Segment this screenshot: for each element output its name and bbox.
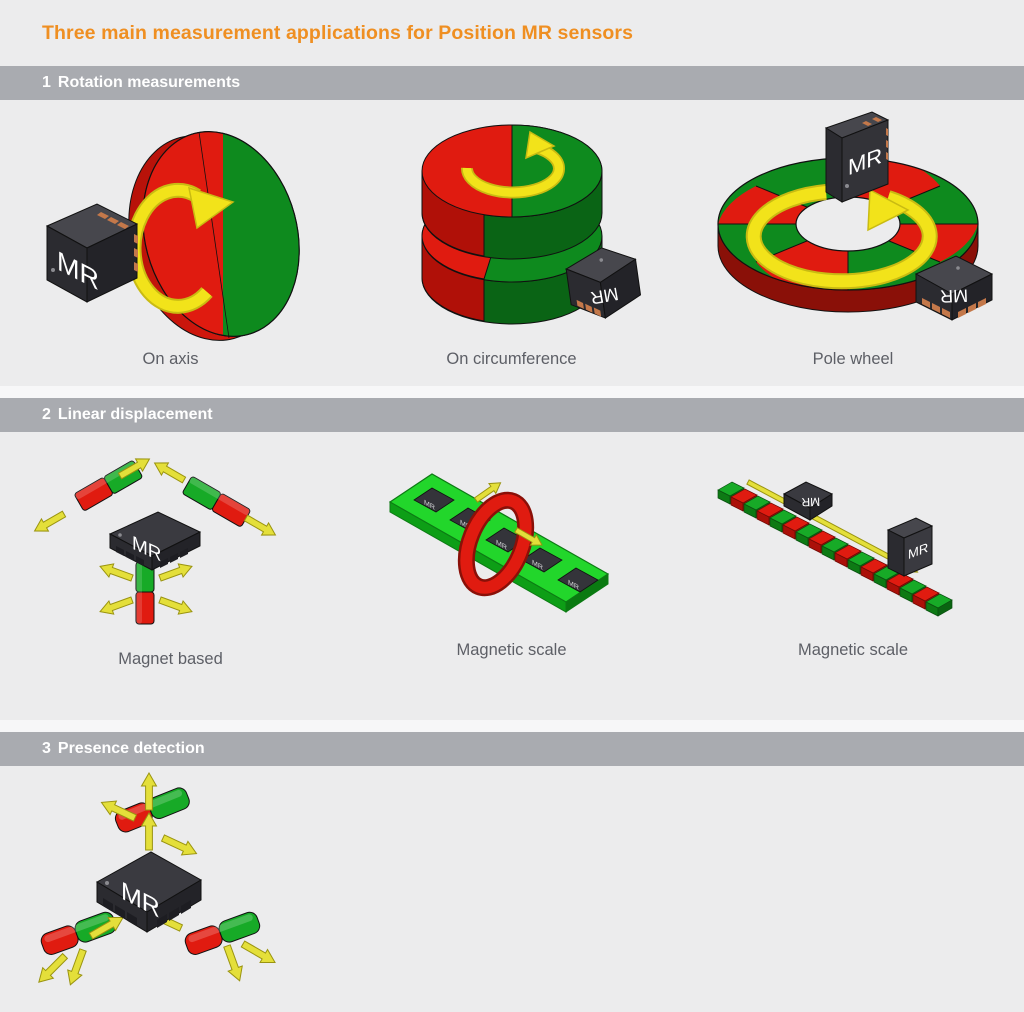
figure-cell-magnet-based: MR Magnet based <box>0 452 341 669</box>
caption-on-circumference: On circumference <box>446 350 577 368</box>
section-number-2: 2 <box>42 406 51 423</box>
figure-cell-on-circumference: MR On circumference <box>341 106 682 369</box>
section-label-3: Presence detection <box>57 740 205 757</box>
figure-cell-pole-wheel: MR <box>682 106 1024 369</box>
figure-cell-presence-detection: MR <box>0 772 341 988</box>
section-body-3: MR <box>0 766 1024 1012</box>
mr-sensor-chip-2: MR <box>886 517 934 577</box>
figure-cell-magnetic-scale-pcb: MR MR MR MR <box>341 454 682 669</box>
chip-label: MR <box>532 558 543 573</box>
mr-sensor-chip-flat: MR <box>914 255 994 321</box>
section-header-2: 2 Linear displacement <box>0 398 1024 432</box>
pcb-chip-list: MR MR MR MR <box>412 487 599 593</box>
chip-label: MR <box>588 284 619 309</box>
pole-strip <box>717 481 953 617</box>
rotation-arrow-icon <box>460 130 565 199</box>
caption-magnetic-scale-strip: Magnetic scale <box>797 641 909 659</box>
chip-label: MR <box>460 518 471 533</box>
bar-magnet-right <box>182 476 250 527</box>
section-label-1: Rotation measurements <box>57 74 241 91</box>
section-divider-1 <box>0 386 1024 398</box>
mr-sensor-chip: MR <box>95 851 202 933</box>
page-title: Three main measurement applications for … <box>42 21 634 44</box>
rotation-arrow-icon <box>745 184 938 290</box>
figure-cell-magnetic-scale-strip: MR MR Magnetic scale <box>682 454 1024 669</box>
ring-magnet <box>457 491 534 597</box>
chip-label: MR <box>940 285 969 306</box>
section-body-2: MR Magnet based <box>0 432 1024 720</box>
figure-on-circumference: MR <box>362 106 662 346</box>
chip-label: MR <box>424 498 435 513</box>
mr-sensor-chip-upright: MR <box>824 111 890 203</box>
chip-label: MR <box>568 578 579 593</box>
chip-label: MR <box>496 538 507 553</box>
caption-on-axis: On axis <box>142 350 199 368</box>
caption-magnetic-scale-pcb: Magnetic scale <box>456 641 567 659</box>
figure-cell-empty-1 <box>341 788 682 988</box>
chip-label: MR <box>801 495 820 510</box>
section-body-1: MR On axis <box>0 100 1024 386</box>
figure-cell-empty-2 <box>682 788 1024 988</box>
bar-magnet-bottom <box>135 561 154 625</box>
figure-magnetic-scale-pcb: MR MR MR MR <box>372 454 652 629</box>
figure-magnetic-scale-strip: MR MR <box>708 454 998 629</box>
mr-sensor-chip: MR <box>564 247 641 319</box>
mr-sensor-chip: MR <box>108 511 201 571</box>
mr-sensor-chip-1: MR <box>782 481 834 521</box>
section-header-3: 3 Presence detection <box>0 732 1024 766</box>
direction-arrows <box>473 482 543 546</box>
caption-pole-wheel: Pole wheel <box>812 350 894 368</box>
field-arrows-top <box>97 772 200 861</box>
section-header-1: 1 Rotation measurements <box>0 66 1024 100</box>
figure-presence-detection: MR <box>31 772 311 988</box>
section-number-1: 1 <box>42 74 51 91</box>
caption-magnet-based: Magnet based <box>118 650 223 668</box>
bar-magnet-bottom-right <box>184 911 260 955</box>
section-label-2: Linear displacement <box>57 406 213 423</box>
page-title-bar: Three main measurement applications for … <box>0 0 1024 66</box>
mr-sensor-chip: MR <box>45 203 138 303</box>
section-number-3: 3 <box>42 740 51 757</box>
figure-pole-wheel: MR <box>698 106 1008 346</box>
section-divider-2 <box>0 720 1024 732</box>
figure-on-axis: MR <box>21 106 321 355</box>
bar-magnet-bottom-left <box>40 911 116 955</box>
figure-cell-on-axis: MR On axis <box>0 106 341 369</box>
figure-magnet-based: MR <box>30 452 306 634</box>
